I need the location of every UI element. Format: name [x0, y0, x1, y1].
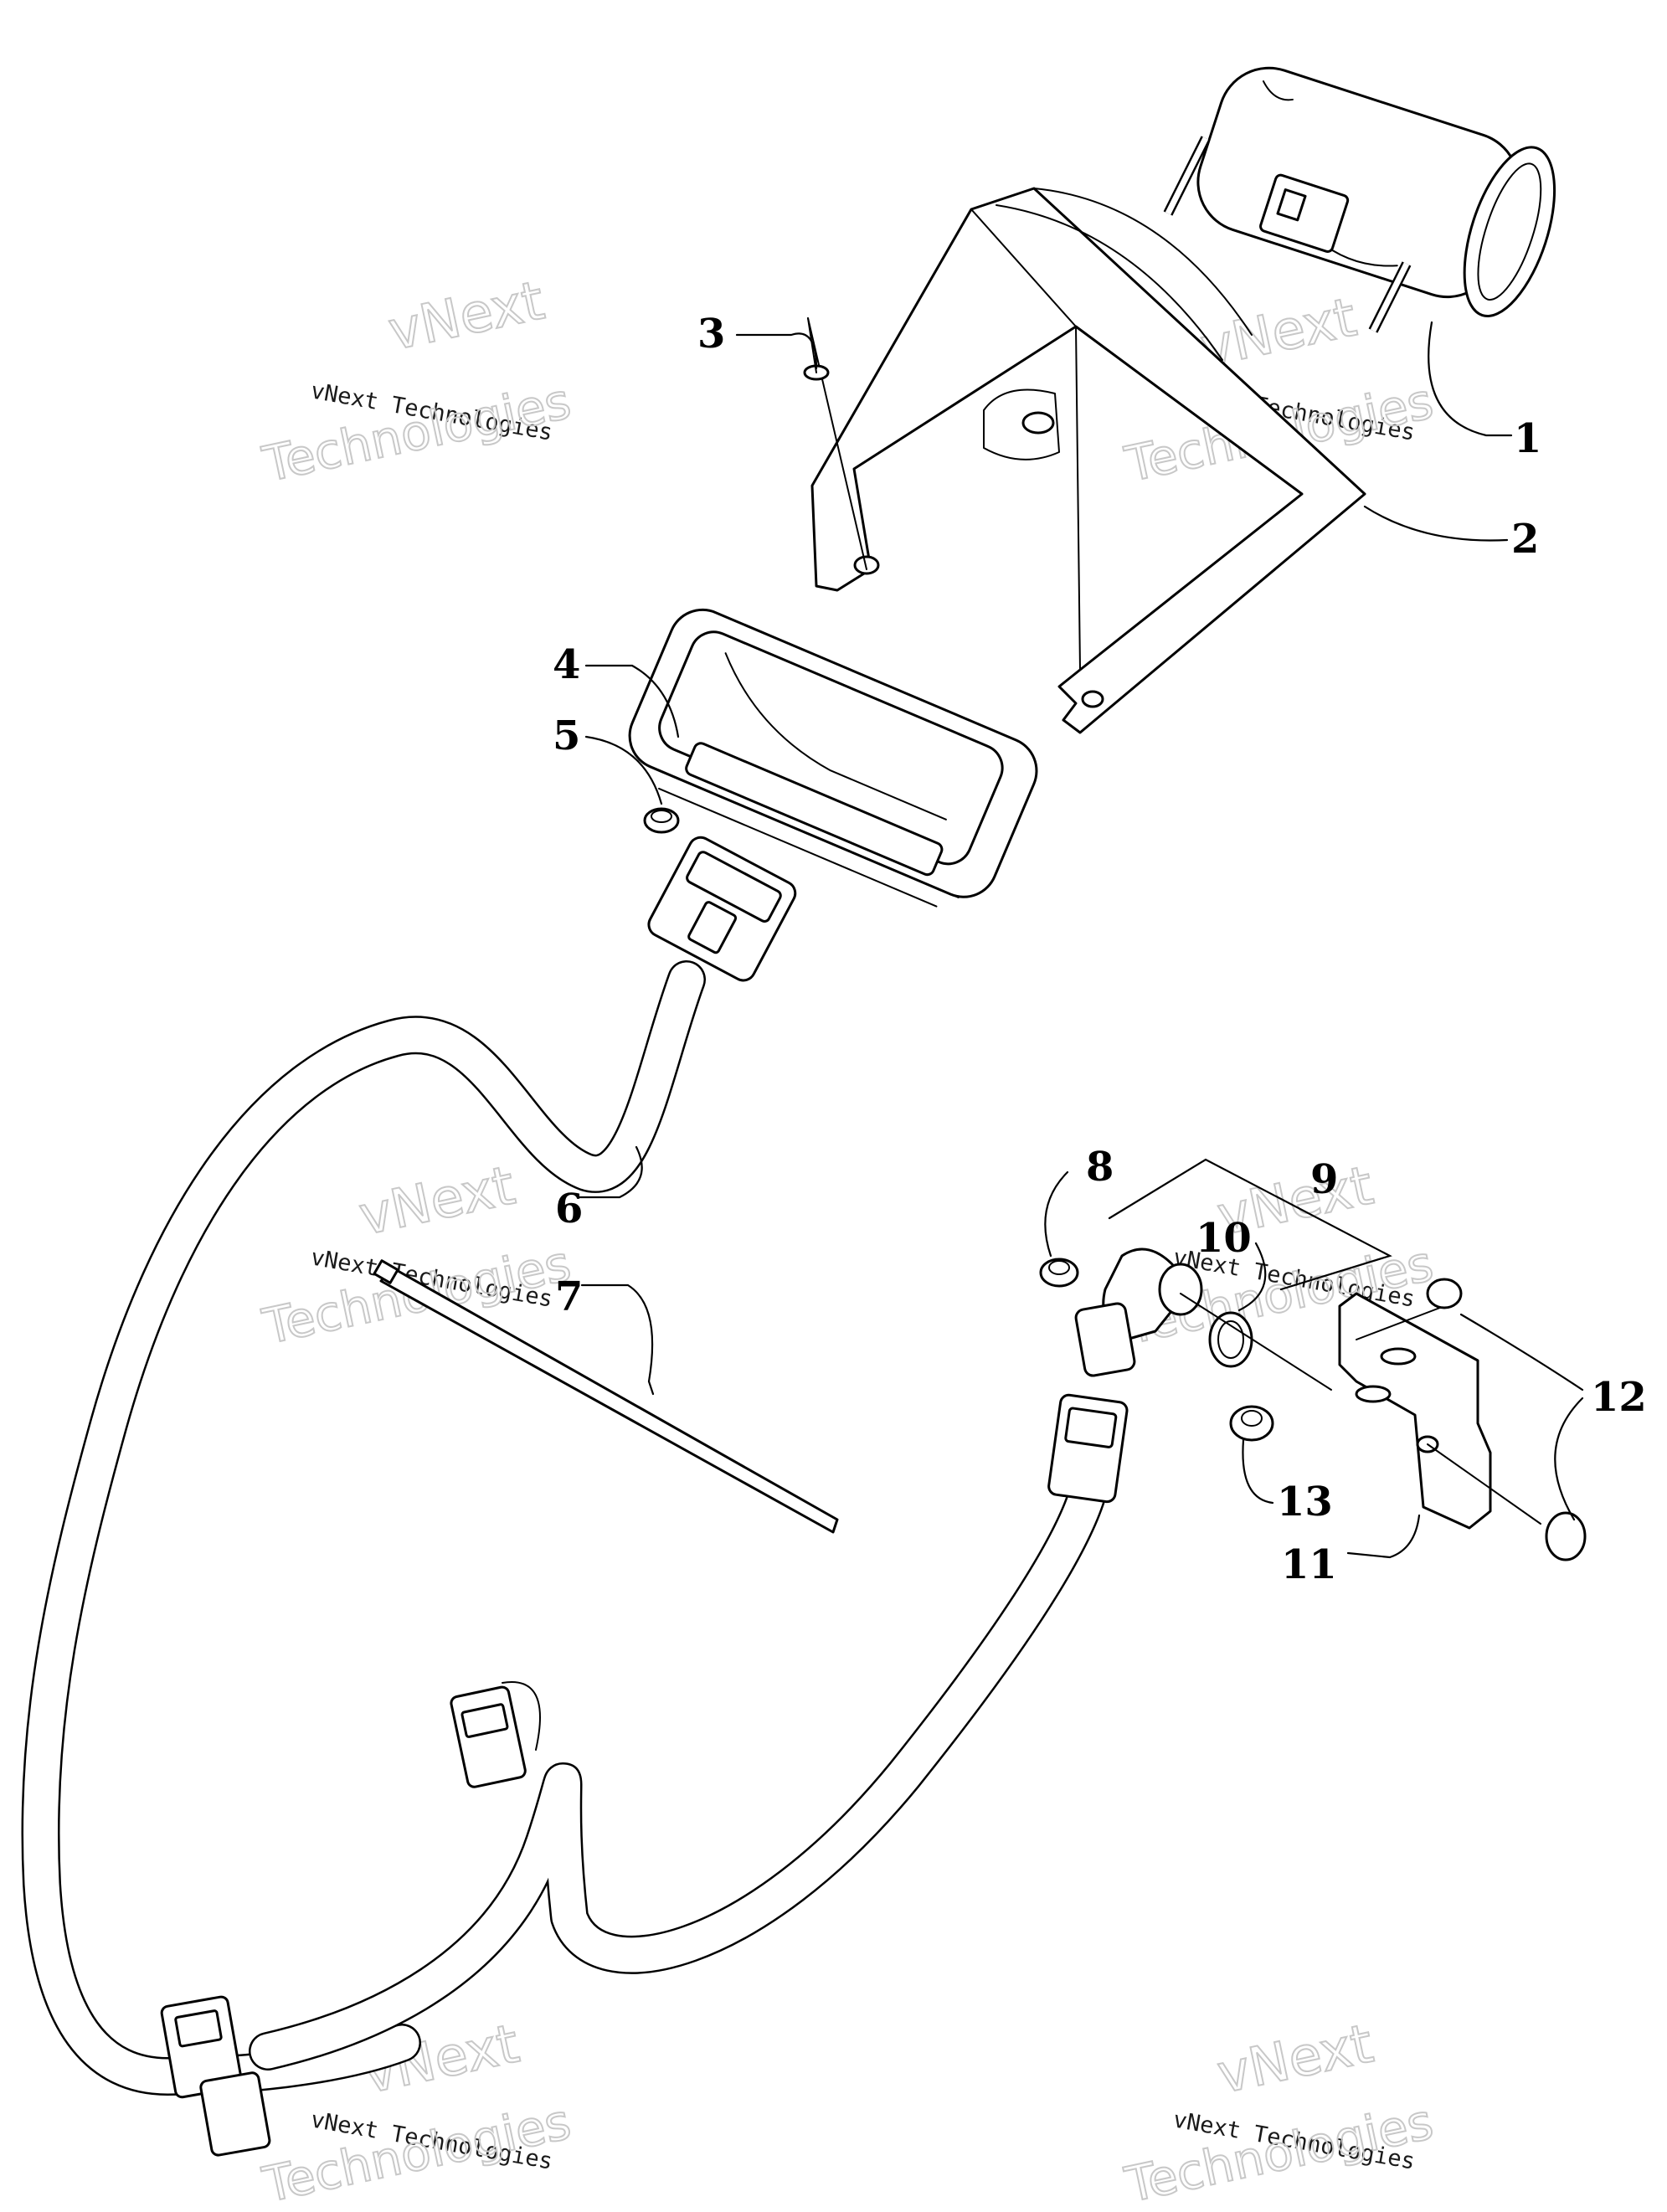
- callout-6: 6: [555, 1186, 583, 1232]
- callout-4: 4: [553, 641, 580, 688]
- part-6-wire-harness: [21, 836, 1129, 2157]
- part-1-gauge: [1163, 66, 1556, 333]
- svg-text:vNext: vNext: [383, 270, 549, 363]
- callout-12: 12: [1591, 1374, 1647, 1421]
- part-2-bracket: [810, 187, 1366, 734]
- part-4-display: [628, 608, 1038, 908]
- svg-text:vNext: vNext: [354, 1155, 520, 1247]
- callout-labels: 1 2 3 4 5 6 7 8 9 10 11 12 13: [553, 311, 1647, 1588]
- part-5-nut: [643, 807, 680, 834]
- callout-7: 7: [555, 1273, 583, 1320]
- watermark-bottom-right: vNext vNext Technologies Technologies: [1119, 2012, 1439, 2212]
- part-7-cable-tie: [373, 1259, 839, 1534]
- callout-9: 9: [1310, 1156, 1338, 1203]
- svg-text:Technologies: Technologies: [258, 2093, 576, 2212]
- callout-10: 10: [1196, 1215, 1252, 1262]
- part-11-mount-bracket: [1338, 1292, 1492, 1530]
- part-12-screws: [1356, 1278, 1587, 1561]
- callout-2: 2: [1511, 516, 1539, 563]
- callout-11: 11: [1281, 1541, 1337, 1588]
- svg-text:vNext: vNext: [1212, 2013, 1378, 2106]
- watermark-mid-left: vNext vNext Technologies Technologies: [257, 1154, 577, 1356]
- callout-8: 8: [1086, 1144, 1114, 1191]
- part-13-nut: [1229, 1405, 1274, 1442]
- svg-text:Technologies: Technologies: [258, 373, 576, 493]
- callout-1: 1: [1514, 415, 1541, 462]
- part-9-sensor: [1074, 1247, 1203, 1377]
- callout-3: 3: [697, 311, 725, 358]
- callout-5: 5: [553, 712, 580, 759]
- svg-text:Technologies: Technologies: [1120, 2093, 1438, 2212]
- watermark-top-left: vNext vNext Technologies Technologies: [257, 269, 577, 494]
- leader-lines: [576, 321, 1584, 1559]
- part-10-o-ring: [1208, 1311, 1253, 1368]
- part-8-nut: [1039, 1258, 1079, 1288]
- callout-13: 13: [1277, 1479, 1333, 1525]
